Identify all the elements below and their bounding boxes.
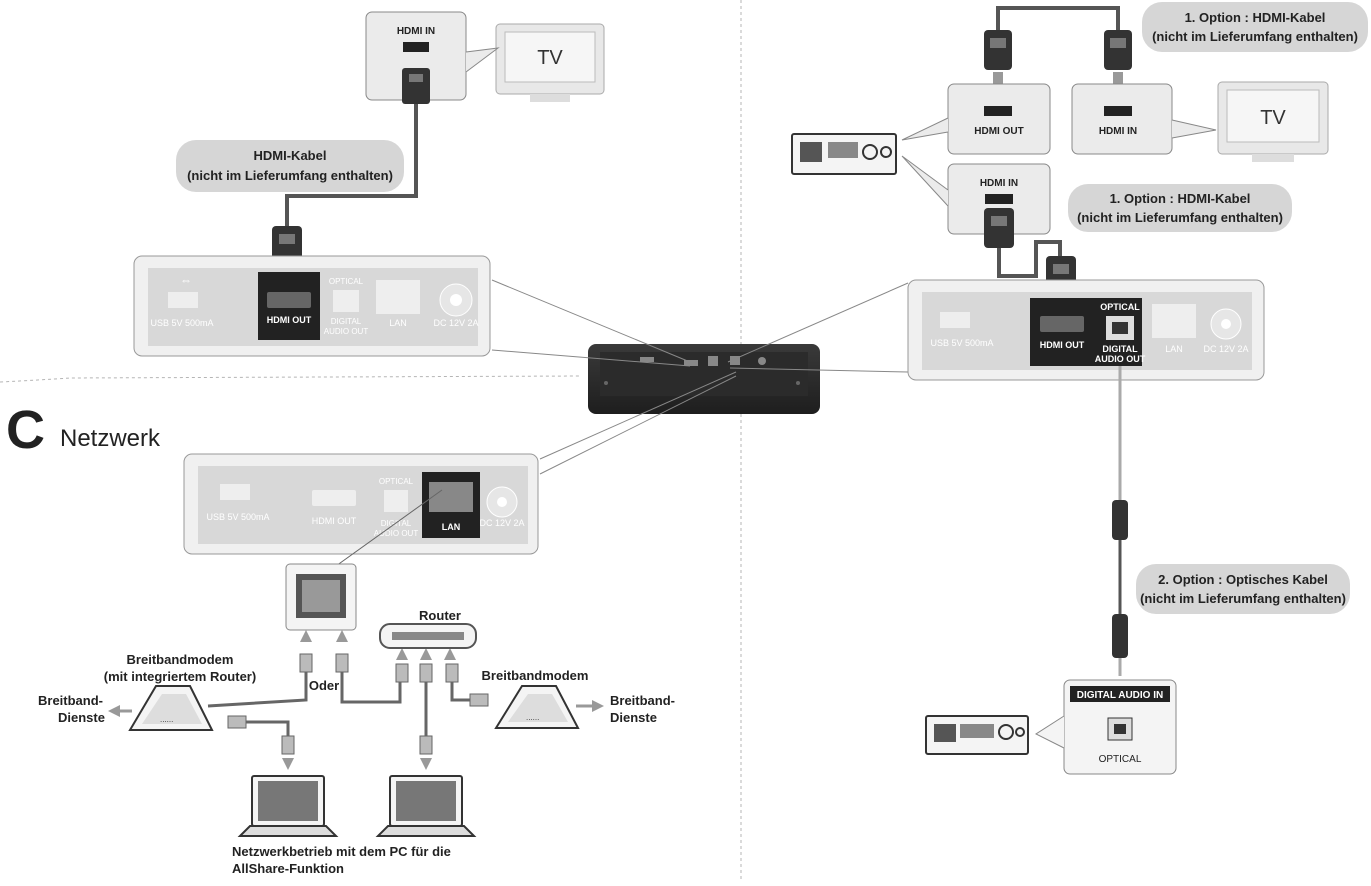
tv-left: TV — [495, 23, 605, 102]
right-usb-label: USB 5V 500mA — [930, 338, 993, 348]
right-lan-label: LAN — [1165, 344, 1183, 354]
option2-text-1: 2. Option : Optisches Kabel — [1158, 572, 1328, 587]
option1-b-text-2: (nicht im Lieferumfang enthalten) — [1077, 210, 1283, 225]
hdmi-plugs-top-right — [984, 30, 1132, 70]
router-device: Router — [379, 608, 477, 649]
port-panel-network: USB 5V 500mA HDMI OUT OPTICAL DIGITAL AU… — [183, 453, 539, 555]
optical-in-text: OPTICAL — [1099, 754, 1142, 765]
hdmi-cable-top-right — [996, 6, 1120, 46]
option1-a-text-2: (nicht im Lieferumfang enthalten) — [1152, 29, 1358, 44]
service-left-text-1: Breitband- — [38, 693, 103, 708]
modem-left: ...... — [128, 685, 214, 731]
router-label: Router — [419, 608, 461, 623]
net-hdmi-label: HDMI OUT — [312, 516, 357, 526]
section-dividers — [0, 0, 742, 881]
option1-label-a: 1. Option : HDMI-Kabel (nicht im Lieferu… — [1142, 2, 1368, 52]
av-receiver-bottom — [925, 715, 1029, 755]
hdmi-cable-text-1: HDMI-Kabel — [254, 148, 327, 163]
modem-router-text-2: (mit integriertem Router) — [104, 669, 256, 684]
modem-right-text: Breitbandmodem — [482, 668, 589, 683]
hdmi-in-label-left: HDMI IN — [397, 26, 435, 37]
hdmi-in-callout-receiver: HDMI IN — [901, 155, 1051, 248]
hdmi-in-tv-text: HDMI IN — [1099, 126, 1137, 137]
tv-left-label: TV — [537, 47, 563, 69]
net-usb-label: USB 5V 500mA — [206, 512, 269, 522]
section-letter: C — [6, 400, 45, 460]
net-lan-label: LAN — [442, 522, 461, 532]
hdmi-in-callout-tv: HDMI IN — [1071, 83, 1217, 155]
oder-text: Oder — [309, 678, 339, 693]
dc-label: DC 12V 2A — [433, 318, 478, 328]
option1-b-text-1: 1. Option : HDMI-Kabel — [1110, 191, 1251, 206]
option2-label: 2. Option : Optisches Kabel (nicht im Li… — [1136, 564, 1350, 614]
service-right-text-1: Breitband- — [610, 693, 675, 708]
hdmi-in-receiver-text: HDMI IN — [980, 178, 1018, 189]
modem-router-text-1: Breitbandmodem — [127, 652, 234, 667]
digital-label-1: DIGITAL — [331, 317, 362, 326]
net-optical-label: OPTICAL — [379, 477, 414, 486]
hdmi-out-callout-text: HDMI OUT — [974, 126, 1023, 137]
optical-cable — [1112, 366, 1128, 676]
right-digital-1: DIGITAL — [1102, 344, 1138, 354]
lan-label: LAN — [389, 318, 407, 328]
hdmi-cable-left — [285, 104, 418, 232]
usb-label: USB 5V 500mA — [150, 318, 213, 328]
digital-audio-in-callout: DIGITAL AUDIO IN OPTICAL — [1034, 679, 1177, 775]
hdmi-out-label: HDMI OUT — [267, 315, 312, 325]
option1-a-text-1: 1. Option : HDMI-Kabel — [1185, 10, 1326, 25]
hdmi-in-callout-left: HDMI IN — [365, 11, 500, 104]
player-device — [588, 344, 820, 414]
lan-port-callout — [285, 563, 357, 631]
network-plugs — [227, 653, 489, 755]
net-dc-label: DC 12V 2A — [479, 518, 524, 528]
modem-right: ...... — [494, 685, 580, 729]
service-left-text-2: Dienste — [58, 710, 105, 725]
callout-lines — [491, 279, 909, 475]
optical-label: OPTICAL — [329, 277, 364, 286]
modem-right-dots: ...... — [526, 713, 539, 722]
section-name: Netzwerk — [60, 425, 161, 452]
port-panel-left-top: ⇔ USB 5V 500mA HDMI OUT OPTICAL DIGITAL … — [133, 255, 491, 357]
modem-left-dots: ...... — [160, 715, 173, 724]
right-hdmi-label: HDMI OUT — [1040, 340, 1085, 350]
pc-caption-2: AllShare-Funktion — [232, 861, 344, 876]
hdmi-cable-label-left: HDMI-Kabel (nicht im Lieferumfang enthal… — [176, 140, 404, 192]
port-panel-right: USB 5V 500mA HDMI OUT OPTICAL DIGITAL AU… — [907, 279, 1265, 381]
network-labels: Breitbandmodem (mit integriertem Router)… — [38, 652, 675, 876]
digital-label-2: AUDIO OUT — [324, 327, 369, 336]
option2-text-2: (nicht im Lieferumfang enthalten) — [1140, 591, 1346, 606]
hdmi-out-callout-right: HDMI OUT — [901, 83, 1051, 155]
section-title: C Netzwerk — [6, 400, 161, 460]
tv-right: TV — [1217, 81, 1329, 162]
digital-audio-in-text: DIGITAL AUDIO IN — [1077, 690, 1163, 701]
right-dc-label: DC 12V 2A — [1203, 344, 1248, 354]
hdmi-cable-receiver — [997, 240, 1062, 278]
usb-icon: ⇔ — [180, 273, 192, 287]
hdmi-cable-text-2: (nicht im Lieferumfang enthalten) — [187, 168, 393, 183]
av-receiver-top — [791, 133, 897, 175]
net-digital-1: DIGITAL — [381, 519, 412, 528]
laptop-left — [237, 775, 339, 837]
right-digital-2: AUDIO OUT — [1095, 354, 1146, 364]
right-optical-label: OPTICAL — [1100, 302, 1140, 312]
lan-zoom-line — [321, 489, 443, 577]
net-digital-2: AUDIO OUT — [374, 529, 419, 538]
network-arrows — [108, 630, 604, 770]
laptop-right — [375, 775, 477, 837]
option1-label-b: 1. Option : HDMI-Kabel (nicht im Lieferu… — [1068, 184, 1292, 232]
pc-caption-1: Netzwerkbetrieb mit dem PC für die — [232, 844, 451, 859]
service-right-text-2: Dienste — [610, 710, 657, 725]
tv-right-label: TV — [1260, 107, 1286, 129]
